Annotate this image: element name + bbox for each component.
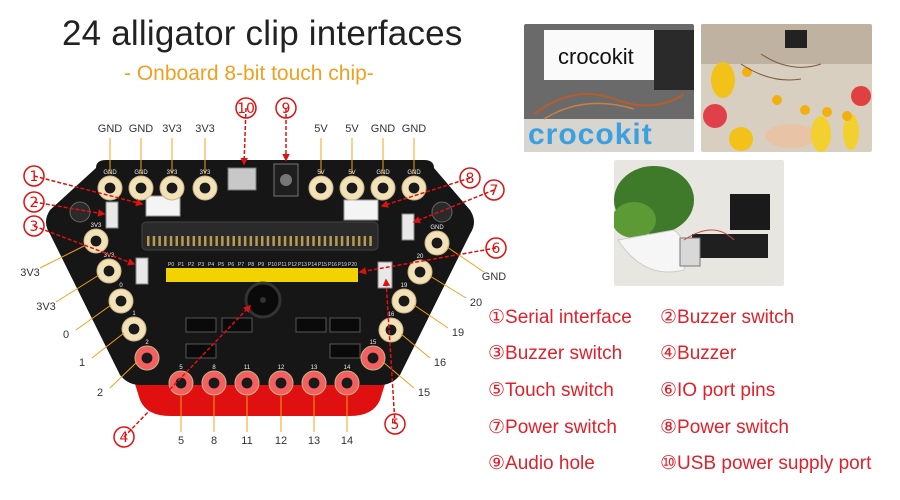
callout-8: 8 xyxy=(466,171,475,187)
ic-chip xyxy=(329,343,361,359)
legend-item-9: ⑨Audio hole xyxy=(488,453,595,474)
header-pin-label: P20 xyxy=(348,262,357,268)
bottom-label: 14 xyxy=(341,435,353,447)
legend-item-1: ①Serial interface xyxy=(488,307,632,328)
left-label: 3V3 xyxy=(20,267,40,279)
right-label: 19 xyxy=(452,327,464,339)
legend-item-10: ⑩USB power supply port xyxy=(660,453,872,474)
pad-silkscreen: 15 xyxy=(370,340,377,346)
header-pin-label: P11 xyxy=(278,262,287,268)
legend-item-8: ⑧Power switch xyxy=(660,417,789,438)
pad-silkscreen: 16 xyxy=(388,312,395,318)
pad-silkscreen: 19 xyxy=(401,283,408,289)
header-pin-label: P5 xyxy=(218,262,224,268)
left-label: 2 xyxy=(97,387,103,399)
ic-chip xyxy=(221,317,253,333)
buzzer-switch-2 xyxy=(135,257,149,285)
left-label: 3V3 xyxy=(36,301,56,313)
pad-silkscreen: 2 xyxy=(145,340,149,346)
io-header xyxy=(166,268,358,282)
legend-item-6: ⑥IO port pins xyxy=(660,380,776,401)
top-label: 3V3 xyxy=(162,123,182,135)
pad-silkscreen: 3V3 xyxy=(104,253,115,259)
pad-silkscreen: 8 xyxy=(212,365,216,371)
photo-sign-text: crocokit xyxy=(558,44,634,69)
header-pin-label: P9 xyxy=(258,262,264,268)
top-label: 5V xyxy=(345,123,359,135)
left-label: 0 xyxy=(63,329,69,341)
pad-silkscreen: 1 xyxy=(132,311,136,317)
photo-crocokit-sign: crocokit crocokit xyxy=(524,24,694,152)
top-label: GND xyxy=(402,123,427,135)
header-pin-label: P13 xyxy=(298,262,307,268)
callout-2: 2 xyxy=(30,195,39,211)
header-pin-label: P0 xyxy=(168,262,174,268)
callout-5: 5 xyxy=(391,417,400,433)
right-label: 20 xyxy=(470,297,482,309)
bottom-label: 11 xyxy=(241,435,252,447)
legend-item-3: ③Buzzer switch xyxy=(488,343,623,364)
pad-silkscreen: GND xyxy=(430,225,444,231)
pad-silkscreen: 11 xyxy=(244,365,251,371)
photo-clay-word: crocokit xyxy=(528,118,653,151)
photo-plant-pot xyxy=(614,160,784,286)
page-subtitle: - Onboard 8-bit touch chip- xyxy=(124,62,374,85)
callout-4: 4 xyxy=(120,430,129,446)
ic-chip xyxy=(329,317,361,333)
callout-1: 1 xyxy=(30,169,39,185)
pad-silkscreen: 13 xyxy=(311,365,318,371)
header-pin-label: P1 xyxy=(178,262,184,268)
touch-switch xyxy=(377,261,393,289)
legend-item-4: ④Buzzer xyxy=(660,343,737,364)
callout-6: 6 xyxy=(492,241,501,257)
power-connector xyxy=(343,199,379,221)
top-label: GND xyxy=(129,123,154,135)
right-label: GND xyxy=(482,271,507,283)
top-label: 5V xyxy=(314,123,328,135)
header-pin-label: P14 xyxy=(308,262,317,268)
header-pin-label: P7 xyxy=(238,262,244,268)
usb-port xyxy=(227,167,257,191)
header-pin-label: P6 xyxy=(228,262,234,268)
header-pin-label: P19 xyxy=(338,262,347,268)
bottom-label: 13 xyxy=(308,435,320,447)
top-label: GND xyxy=(98,123,123,135)
callout-3: 3 xyxy=(30,219,39,235)
ic-chip xyxy=(295,317,327,333)
pad-silkscreen: 3V3 xyxy=(91,223,102,229)
pad-silkscreen: 14 xyxy=(344,365,351,371)
power-switch xyxy=(401,213,415,241)
bottom-label: 12 xyxy=(275,435,287,447)
legend-item-2: ②Buzzer switch xyxy=(660,307,795,328)
right-label: 15 xyxy=(418,387,430,399)
buzzer-switch xyxy=(105,201,119,229)
right-label: 16 xyxy=(434,357,446,369)
header-pin-label: P12 xyxy=(288,262,297,268)
top-label: 3V3 xyxy=(195,123,215,135)
header-pin-label: P3 xyxy=(198,262,204,268)
callout-7: 7 xyxy=(490,183,499,199)
header-pin-label: P8 xyxy=(248,262,254,268)
header-pin-label: P4 xyxy=(208,262,214,268)
left-label: 1 xyxy=(79,357,85,369)
bottom-label: 8 xyxy=(211,435,217,447)
header-pin-label: P16 xyxy=(328,262,337,268)
legend-item-5: ⑤Touch switch xyxy=(488,380,614,401)
header-pin-label: P10 xyxy=(268,262,277,268)
pad-silkscreen: 20 xyxy=(417,254,424,260)
bottom-label: 5 xyxy=(178,435,184,447)
top-label: GND xyxy=(371,123,396,135)
page-title: 24 alligator clip interfaces xyxy=(62,14,463,53)
header-pin-label: P2 xyxy=(188,262,194,268)
pad-silkscreen: 5 xyxy=(179,365,183,371)
header-pin-label: P15 xyxy=(318,262,327,268)
ic-chip xyxy=(185,317,217,333)
pad-silkscreen: 12 xyxy=(278,365,285,371)
pad-silkscreen: 0 xyxy=(119,283,123,289)
legend-item-7: ⑦Power switch xyxy=(488,417,617,438)
photo-fruit-piano xyxy=(701,24,872,152)
